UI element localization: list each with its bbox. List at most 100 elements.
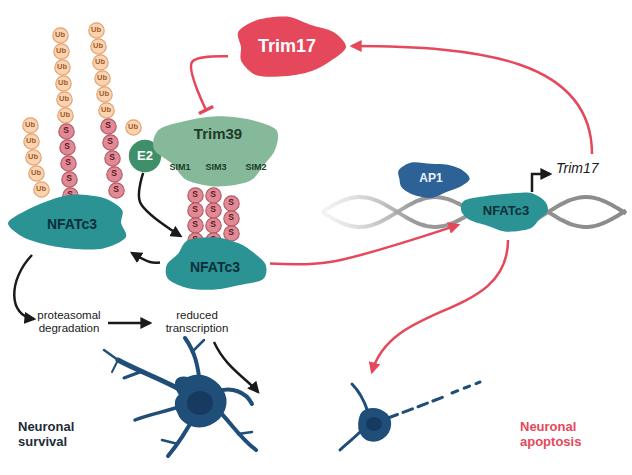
dna-rung xyxy=(451,201,452,224)
node-label: Ub xyxy=(59,95,69,103)
protein-trim17: Trim17 xyxy=(228,14,346,80)
motif-label: SIM3 xyxy=(205,163,226,173)
ubiquitin-bead: Ub xyxy=(88,22,105,39)
dna-rung xyxy=(595,198,596,225)
node-label: Ub xyxy=(97,74,107,82)
dna-rung xyxy=(379,202,380,222)
ubiquitin-bead: Ub xyxy=(23,133,40,150)
sumo-bead: S xyxy=(205,217,222,234)
dna-rung xyxy=(370,199,371,226)
sumo-bead: S xyxy=(100,118,117,135)
dna-rung xyxy=(577,198,578,226)
outcome-label: Neuronal apoptosis xyxy=(520,420,624,450)
gene-arrow xyxy=(532,174,550,192)
node-label: S xyxy=(192,220,198,229)
dna-rung xyxy=(361,197,362,227)
node-label: Ub xyxy=(26,137,36,145)
node-label: S xyxy=(63,126,69,135)
outcome-label: Neuronal survival xyxy=(18,420,118,450)
node-label: Ub xyxy=(60,111,70,119)
ubiquitin-bead: Ub xyxy=(52,27,69,44)
sumo-bead: S xyxy=(58,123,75,140)
ubiquitin-bead: Ub xyxy=(25,149,42,166)
sumo-bead: S xyxy=(205,187,222,204)
node-label: Trim17 xyxy=(258,37,316,57)
dna-rung xyxy=(424,198,425,225)
ubiquitin-bead: Ub xyxy=(98,102,115,119)
node-label: Trim39 xyxy=(194,126,242,143)
dna-rung xyxy=(352,198,353,227)
node-label: S xyxy=(111,169,117,178)
arrow-connector xyxy=(139,173,181,236)
dna-rung xyxy=(415,202,416,223)
dna-rung xyxy=(343,200,344,224)
node-label: S xyxy=(228,198,234,207)
dna-rung xyxy=(442,198,443,226)
node-label: S xyxy=(210,190,216,199)
ubiquitin-bead: Ub xyxy=(28,165,45,182)
ubiquitin-bead: Ub xyxy=(92,54,109,71)
node-label: Ub xyxy=(31,169,41,177)
node-label: S xyxy=(192,190,198,199)
dna-rung xyxy=(433,197,434,227)
sumo-bead: S xyxy=(60,155,77,172)
gene-label: Trim17 xyxy=(556,160,622,176)
sumo-bead: S xyxy=(187,217,204,234)
node-label: Ub xyxy=(58,79,68,87)
node-label: S xyxy=(228,228,234,237)
pathway-arrow xyxy=(108,322,150,325)
motif-label: SIM2 xyxy=(245,163,266,173)
node-label: Ub xyxy=(95,58,105,66)
expression-arrow xyxy=(352,46,592,154)
ubiquitin-bead: Ub xyxy=(90,38,107,55)
protein-nfatc3: NFATc3 xyxy=(458,190,554,232)
node-label: Ub xyxy=(101,106,111,114)
ubiquitin-bead: Ub xyxy=(56,91,73,108)
node-label: S xyxy=(192,205,198,214)
node-label: AP1 xyxy=(419,172,442,185)
process-label: reduced transcription xyxy=(153,309,241,335)
inhibition-connector xyxy=(191,56,228,110)
dna-rung xyxy=(586,197,587,227)
node-label: NFATc3 xyxy=(47,217,97,232)
ubiquitin-bead: Ub xyxy=(96,86,113,103)
protein-trim39: Trim39SIM1 SIM3 SIM2 xyxy=(150,110,285,188)
node-label: Ub xyxy=(56,47,66,55)
ubiquitin-bead: Ub xyxy=(57,107,74,124)
sumo-bead: S xyxy=(106,166,123,183)
arrow-connector xyxy=(132,253,160,263)
ubiquitin-bead: Ub xyxy=(53,43,70,60)
protein-ap1: AP1 xyxy=(392,160,470,198)
dna-rung xyxy=(568,201,569,224)
process-label: proteasomal degradation xyxy=(26,309,112,335)
node-label: Ub xyxy=(55,31,65,39)
node-label: S xyxy=(107,137,113,146)
sumo-bead: S xyxy=(59,139,76,156)
dna-rung xyxy=(604,202,605,223)
arrow-connector xyxy=(270,225,458,264)
ubiquitin-bead: Ub xyxy=(22,117,39,134)
pathway-arrow xyxy=(372,240,508,372)
node-label: Ub xyxy=(25,121,35,129)
node-label: Ub xyxy=(57,63,67,71)
node-label: S xyxy=(210,220,216,229)
sumo-bead: S xyxy=(61,171,78,188)
node-label: Ub xyxy=(28,153,38,161)
node-label: S xyxy=(105,121,111,130)
sumo-bead: S xyxy=(223,195,240,212)
apoptotic-neuron xyxy=(340,382,480,450)
sumo-bead: S xyxy=(205,202,222,219)
ubiquitin-bead: Ub xyxy=(33,181,50,198)
sumo-bead: S xyxy=(187,202,204,219)
sumo-bead: S xyxy=(108,182,125,199)
ubiquitin-bead: Ub xyxy=(54,59,71,76)
motif-label: SIM1 xyxy=(169,163,190,173)
node-label: E2 xyxy=(137,149,153,163)
node-label: Ub xyxy=(93,42,103,50)
node-label: S xyxy=(65,158,71,167)
ubiquitin-bead: Ub xyxy=(125,119,142,136)
protein-nfatc3: NFATc3 xyxy=(8,193,136,253)
node-label: S xyxy=(66,174,72,183)
node-label: S xyxy=(64,142,70,151)
sumo-bead: S xyxy=(102,134,119,151)
